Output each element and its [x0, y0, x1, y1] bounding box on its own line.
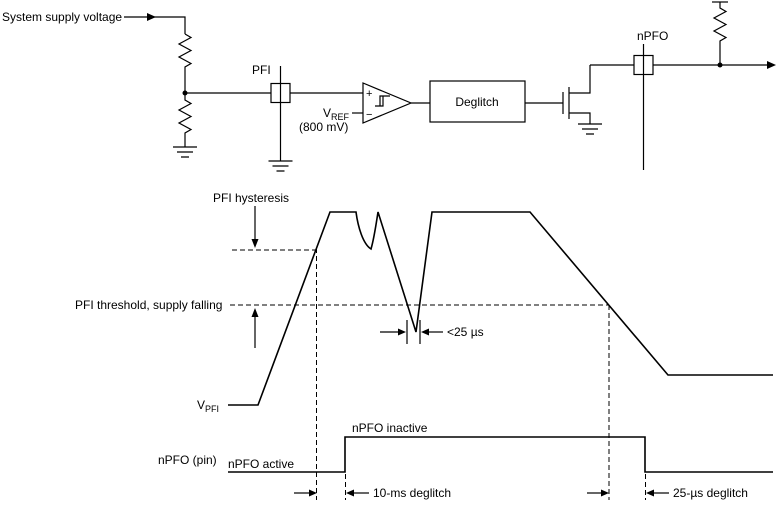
npfo-waveform [228, 436, 773, 473]
supply-wire [124, 16, 186, 34]
deglitch-label: Deglitch [455, 95, 498, 109]
vref-label: VREF [323, 106, 350, 122]
vpfi-label: VPFI [197, 398, 219, 414]
ground-symbol [173, 146, 197, 158]
deglitch25-arrowhead-right-icon [601, 489, 609, 497]
timing-diagram: <25 µs PFI hysteresis PFI threshold, sup… [75, 191, 773, 500]
glitch-arrowhead-right-icon [398, 328, 406, 336]
comparator-plus-sign: + [366, 88, 372, 100]
npfo-pin-label: nPFO [637, 29, 668, 43]
deglitch-box [429, 80, 526, 123]
threshold-label: PFI threshold, supply falling [75, 298, 222, 312]
deglitch25-arrowhead-left-icon [646, 489, 654, 497]
npfo-signal-label: nPFO (pin) [158, 453, 217, 467]
deglitch-25us-label: 25-µs deglitch [673, 486, 748, 500]
resistor-r1 [177, 33, 193, 93]
vref-value-label: (800 mV) [299, 120, 348, 134]
pfi-pin-label: PFI [252, 63, 271, 77]
supply-voltage-label: System supply voltage [2, 10, 122, 24]
output-arrowhead-icon [767, 61, 776, 69]
mosfet-symbol [562, 65, 591, 124]
npfo-inactive-label: nPFO inactive [352, 421, 428, 435]
hysteresis-icon [375, 95, 390, 107]
comparator-minus-sign: − [366, 109, 372, 121]
ground-symbol [268, 160, 293, 172]
supply-arrowhead-icon [147, 13, 156, 21]
hysteresis-arrowhead-down-icon [251, 239, 259, 248]
threshold-crossing-ticks [406, 320, 421, 344]
hysteresis-label: PFI hysteresis [213, 191, 289, 205]
comparator-symbol [362, 82, 413, 124]
deglitch10-arrowhead-right-icon [309, 489, 317, 497]
deglitch-10ms-label: 10-ms deglitch [373, 486, 451, 500]
resistor-r2 [177, 93, 193, 147]
glitch-width-label: <25 µs [447, 325, 484, 339]
pullup-resistor [712, 2, 728, 65]
npfo-active-label: nPFO active [228, 457, 294, 471]
vpfi-waveform [228, 211, 773, 406]
threshold-arrowhead-up-icon [251, 308, 259, 317]
circuit-schematic: System supply voltage PFI + − VREF (800 … [2, 1, 776, 172]
ground-symbol [578, 123, 602, 135]
deglitch10-arrowhead-left-icon [346, 489, 354, 497]
glitch-arrowhead-left-icon [421, 328, 429, 336]
